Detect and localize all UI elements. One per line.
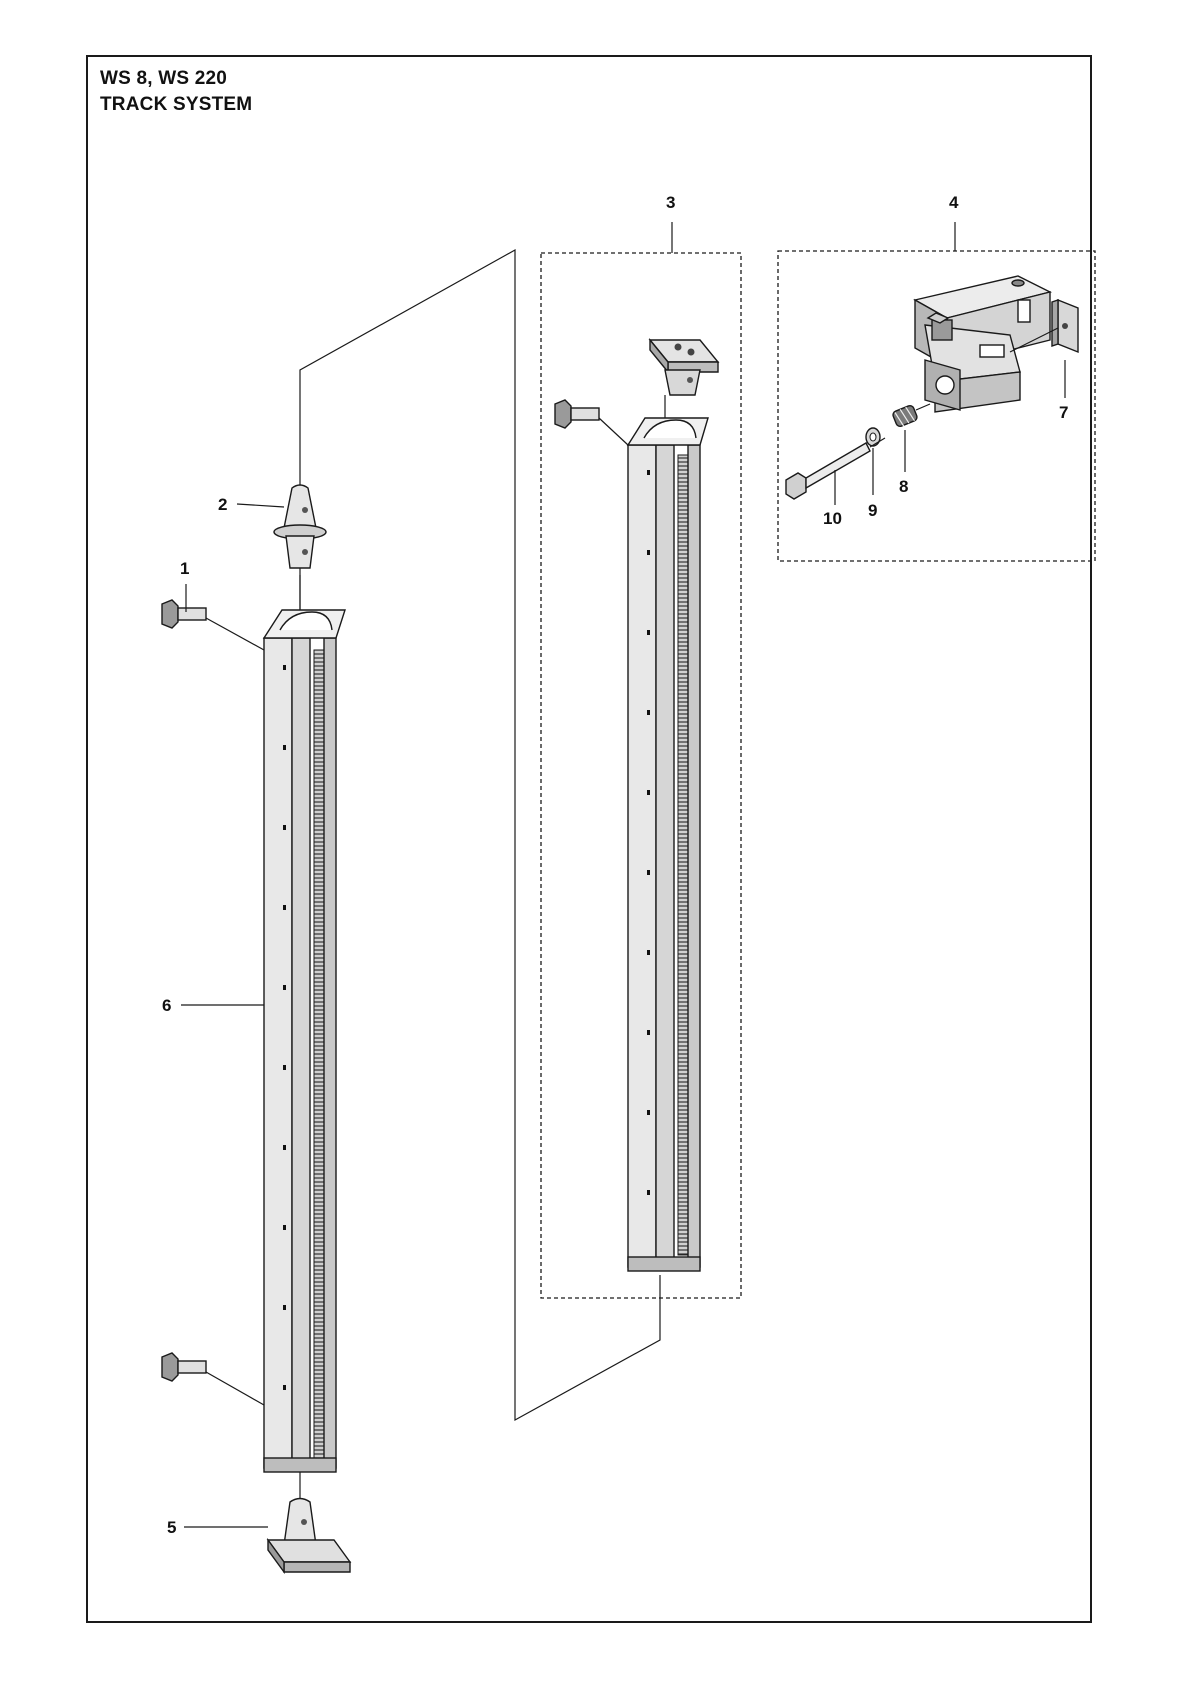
washer-icon: [865, 427, 881, 495]
assembly-4-box: [777, 250, 1096, 562]
callout-leader-lines: [181, 503, 285, 1528]
track-rail-right-markers: [647, 470, 650, 1195]
callout-1: 1: [180, 559, 189, 578]
guide-plate-icon: [1009, 298, 1079, 398]
rail-top-cap-icon: [648, 338, 720, 396]
assembly-connector-lines: [299, 248, 666, 1500]
track-rail-left-markers: [283, 665, 286, 1390]
callout-7: 7: [1059, 403, 1068, 422]
spring-icon: [892, 403, 931, 472]
callout-6: 6: [162, 996, 171, 1015]
callout-2: 2: [218, 495, 227, 514]
callout-4: 4: [949, 193, 959, 212]
carriage-block-icon: [913, 275, 1052, 413]
screw-icon: [554, 399, 629, 446]
rail-foot-icon: [266, 1497, 352, 1575]
callout-10: 10: [823, 509, 842, 528]
screw-icon: [161, 599, 265, 651]
track-rail-right: [626, 417, 709, 1272]
screw-icon: [161, 1352, 265, 1406]
callout-5: 5: [167, 1518, 176, 1537]
bolt-icon: [785, 437, 886, 505]
assembly-3-box: [540, 252, 742, 1299]
callout-3: 3: [666, 193, 675, 212]
callout-8: 8: [899, 477, 908, 496]
connector-pin-icon: [273, 484, 327, 569]
callout-9: 9: [868, 501, 877, 520]
track-rail-left: [262, 609, 346, 1473]
drawing-frame: [86, 55, 1092, 1623]
section-title: TRACK SYSTEM: [100, 94, 253, 115]
model-title: WS 8, WS 220: [100, 68, 227, 89]
